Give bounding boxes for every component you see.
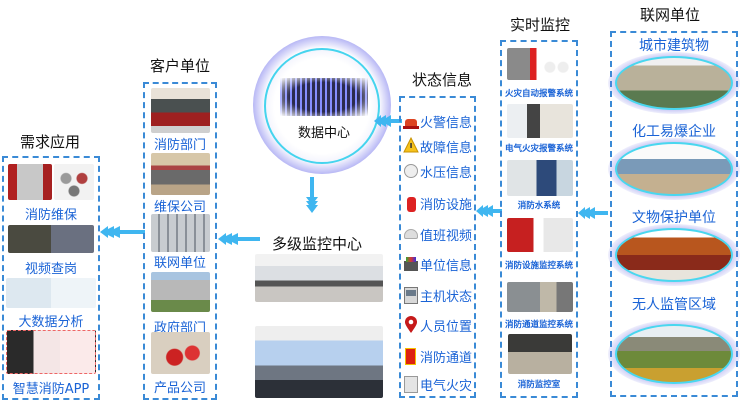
realtime-item-label: 火灾自动报警系统 (504, 89, 573, 99)
linked-item-label: 文物保护单位 (632, 210, 716, 226)
city-towers-image (615, 56, 733, 110)
video-monitoring-photo (8, 225, 94, 253)
data-center-label: 数据中心 (297, 126, 350, 141)
status-item-personnel-location: 人员位置 (403, 314, 472, 336)
arrow-left-to-status-info (476, 204, 502, 218)
electric-box-icon (403, 375, 419, 393)
server-room-image (280, 78, 368, 116)
status-label: 主机状态 (420, 289, 473, 305)
customer-units-box (143, 82, 217, 400)
linked-units-title: 联网单位 (639, 6, 700, 24)
monitor-wall-photo (151, 214, 210, 252)
status-label: 火警信息 (420, 115, 473, 131)
status-item-host-status: 主机状态 (403, 284, 472, 306)
fire-alarm-system-photo (507, 48, 573, 80)
exit-sign-icon (403, 347, 419, 365)
status-label: 人员位置 (420, 319, 473, 335)
linked-item-label: 城市建筑物 (639, 38, 709, 54)
status-label: 水压信息 (420, 165, 473, 181)
arrow-left-to-demand-apps (100, 225, 145, 239)
fire-control-room-photo (508, 334, 572, 374)
status-info-title: 状态信息 (411, 71, 472, 89)
customer-item-label: 消防部门 (153, 138, 206, 153)
arrow-left-to-data-center (374, 114, 402, 128)
demand-item-label: 视频查岗 (24, 262, 77, 277)
status-label: 单位信息 (420, 258, 473, 274)
arrow-left-to-realtime-monitoring (578, 206, 608, 220)
status-item-electrical-fire: 电气火灾 (403, 373, 472, 395)
arrow-down-to-monitoring-center (305, 177, 319, 213)
chemical-plant-image (615, 142, 733, 196)
maintenance-photo (8, 164, 52, 200)
ancient-palace-image (615, 228, 733, 282)
status-label: 故障信息 (420, 140, 473, 156)
big-data-dashboard (6, 278, 96, 308)
arrow-left-to-customer-units (218, 232, 260, 246)
mobile-app-screens (6, 330, 96, 374)
demand-apps-title: 需求应用 (19, 133, 80, 151)
realtime-item-label: 消防水系统 (517, 201, 561, 211)
status-item-fire-passage: 消防通道 (403, 345, 472, 367)
status-info-box (399, 96, 476, 398)
demand-apps-box (2, 156, 100, 400)
alarm-light-icon (403, 112, 419, 130)
status-item-unit-info: 单位信息 (403, 253, 472, 275)
control-room-video-wall-photo (255, 326, 383, 398)
electrical-fire-system-photo (507, 104, 573, 138)
control-panel-icon (403, 286, 419, 304)
building-icon (403, 255, 419, 273)
linked-item-label: 无人监管区域 (632, 297, 716, 313)
linked-units-box (610, 31, 738, 397)
status-label: 消防设施 (420, 197, 473, 213)
maintenance-room-photo (151, 153, 210, 195)
location-pin-icon (403, 316, 419, 334)
realtime-item-label: 电气火灾报警系统 (504, 144, 573, 154)
dome-camera-icon (403, 225, 419, 243)
customer-units-title: 客户单位 (149, 57, 210, 75)
realtime-monitoring-title: 实时监控 (509, 16, 570, 34)
fire-passage-system-photo (507, 282, 573, 312)
status-label: 值班视频 (420, 228, 473, 244)
status-item-duty-video: 值班视频 (403, 223, 472, 245)
status-item-fault: 故障信息 (403, 135, 472, 157)
maintenance-hex-graphic (54, 164, 94, 200)
water-system-photo (507, 160, 573, 196)
data-center-node: 数据中心 (264, 48, 380, 164)
status-item-water-pressure: 水压信息 (403, 160, 472, 182)
fire-trucks-photo (151, 88, 210, 133)
status-item-fire-alarm: 火警信息 (403, 110, 472, 132)
realtime-item-label: 消防监控室 (517, 380, 561, 390)
status-label: 消防通道 (420, 350, 473, 366)
demand-item-label: 大数据分析 (18, 315, 84, 330)
status-label: 电气火灾 (420, 378, 473, 394)
fire-facilities-system-photo (507, 218, 573, 252)
control-room-desks-photo (255, 254, 383, 302)
warning-triangle-icon (403, 136, 419, 155)
linked-item-label: 化工易爆企业 (632, 124, 716, 140)
realtime-item-label: 消防通道监控系统 (504, 320, 573, 330)
forest-hill-image (615, 324, 733, 384)
demand-item-label: 消防维保 (24, 208, 77, 223)
demand-item-label: 智慧消防APP (12, 382, 90, 397)
monitoring-center-title: 多级监控中心 (271, 235, 362, 253)
realtime-item-label: 消防设施监控系统 (504, 261, 573, 271)
fire-products-photo (151, 332, 210, 374)
pressure-gauge-icon (403, 162, 419, 180)
status-item-fire-facilities: 消防设施 (403, 192, 472, 214)
realtime-monitoring-box (500, 40, 578, 398)
customer-item-label: 联网单位 (153, 256, 206, 271)
customer-item-label: 维保公司 (153, 200, 206, 215)
customer-item-label: 产品公司 (153, 381, 206, 396)
fire-extinguisher-icon (403, 194, 419, 212)
government-building-photo (151, 272, 210, 312)
